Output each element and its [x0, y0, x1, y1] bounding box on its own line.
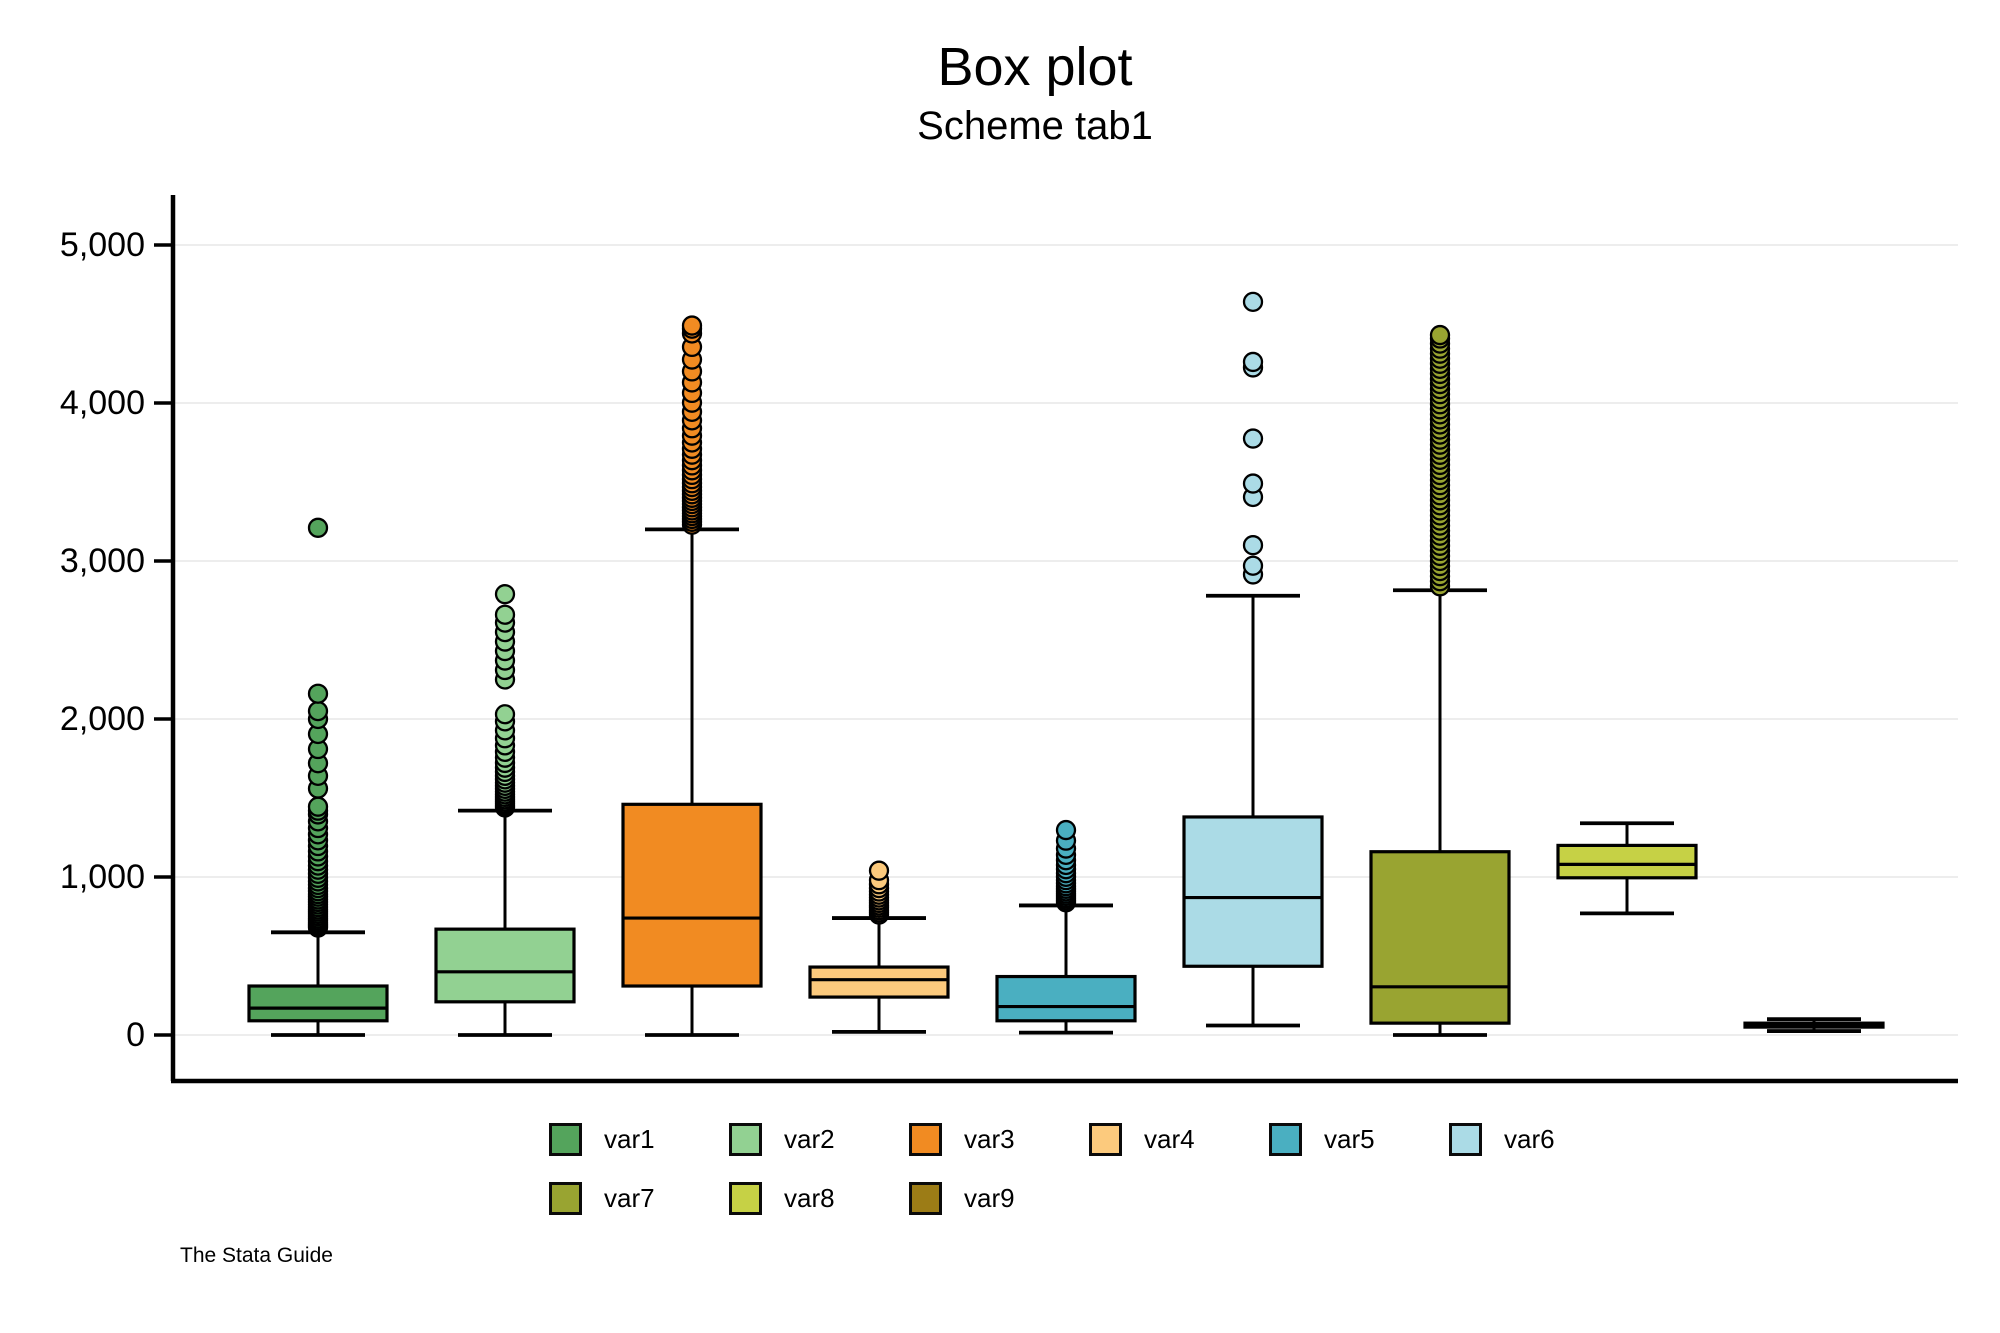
outlier-dot: [1055, 819, 1077, 841]
legend-item-var7: var7: [549, 1182, 729, 1215]
outlier-dot: [868, 860, 890, 881]
legend-swatch-var9: [909, 1182, 942, 1215]
y-axis-tick-label: 2,000: [60, 700, 145, 738]
outlier-dot: [494, 584, 516, 605]
y-axis-tick-label: 3,000: [60, 542, 145, 580]
outlier-dot: [1242, 351, 1264, 373]
legend-label-var9: var9: [964, 1183, 1015, 1213]
legend-label-var4: var4: [1144, 1124, 1195, 1154]
outlier-dot: [307, 796, 329, 817]
outlier-dot: [1242, 473, 1264, 494]
box-var6: [1182, 815, 1324, 968]
box-var5: [995, 974, 1137, 1023]
box-group-var5: [995, 819, 1137, 1035]
legend-item-var2: var2: [729, 1123, 909, 1156]
legend-label-var3: var3: [964, 1124, 1015, 1154]
outlier-group-var4: [868, 860, 890, 925]
legend-swatch-var2: [729, 1123, 762, 1156]
outlier-group-var5: [1055, 819, 1077, 913]
legend-item-var1: var1: [549, 1123, 729, 1156]
outlier-group-var6: [1242, 291, 1264, 585]
legend-swatch-var4: [1089, 1123, 1122, 1156]
legend-swatch-var6: [1449, 1123, 1482, 1156]
box-var8: [1556, 843, 1698, 880]
legend: var1 var2 var3 var4 var5 var6 var7 var8 var9: [549, 1123, 1629, 1215]
box-group-var6: [1182, 291, 1324, 1028]
outlier-dot: [307, 517, 329, 538]
outlier-group-var2: [494, 584, 516, 818]
legend-item-var8: var8: [729, 1182, 909, 1215]
y-axis-tick-label: 1,000: [60, 858, 145, 896]
legend-item-var3: var3: [909, 1123, 1089, 1156]
legend-label-var7: var7: [604, 1183, 655, 1213]
box-var4: [808, 965, 950, 999]
box-group-var4: [808, 860, 950, 1034]
box-group-var3: [621, 315, 763, 1037]
outlier-dot: [1429, 324, 1451, 346]
box-group-var8: [1556, 821, 1698, 916]
chart-subtitle: Scheme tab1: [917, 104, 1153, 148]
box-var2: [434, 927, 576, 1004]
legend-swatch-var5: [1269, 1123, 1302, 1156]
box-var1: [247, 984, 389, 1023]
legend-label-var6: var6: [1504, 1124, 1555, 1154]
box-group-var2: [434, 584, 576, 1037]
legend-swatch-var8: [729, 1182, 762, 1215]
legend-item-var5: var5: [1269, 1123, 1449, 1156]
outlier-dot: [494, 704, 516, 725]
legend-label-var8: var8: [784, 1183, 835, 1213]
outlier-dot: [1242, 535, 1264, 556]
y-axis-tick-label: 0: [126, 1016, 145, 1054]
box-var3: [621, 802, 763, 988]
outlier-dot: [1242, 555, 1264, 576]
legend-label-var5: var5: [1324, 1124, 1375, 1154]
chart-title: Box plot: [937, 37, 1133, 97]
legend-swatch-var7: [549, 1182, 582, 1215]
legend-swatch-var1: [549, 1123, 582, 1156]
outlier-dot: [307, 683, 329, 704]
box-group-var7: [1369, 324, 1511, 1037]
outlier-group-var3: [681, 315, 703, 535]
legend-item-var4: var4: [1089, 1123, 1269, 1156]
box-var7: [1369, 850, 1511, 1025]
box-group-var1: [247, 517, 389, 1037]
box-group-var9: [1743, 1017, 1885, 1033]
outlier-dot: [307, 700, 329, 722]
y-axis-tick-label: 5,000: [60, 226, 145, 264]
legend-label-var2: var2: [784, 1124, 835, 1154]
outlier-group-var1: [307, 517, 329, 938]
legend-label-var1: var1: [604, 1124, 655, 1154]
outlier-dot: [681, 315, 703, 336]
credit-text: The Stata Guide: [180, 1244, 333, 1267]
outlier-group-var7: [1429, 324, 1451, 597]
y-axis-tick-label: 4,000: [60, 384, 145, 422]
legend-item-var6: var6: [1449, 1123, 1629, 1156]
outlier-dot: [1242, 428, 1264, 449]
legend-item-var9: var9: [909, 1182, 1089, 1215]
outlier-dot: [494, 604, 516, 625]
legend-swatch-var3: [909, 1123, 942, 1156]
outlier-dot: [1242, 291, 1264, 313]
